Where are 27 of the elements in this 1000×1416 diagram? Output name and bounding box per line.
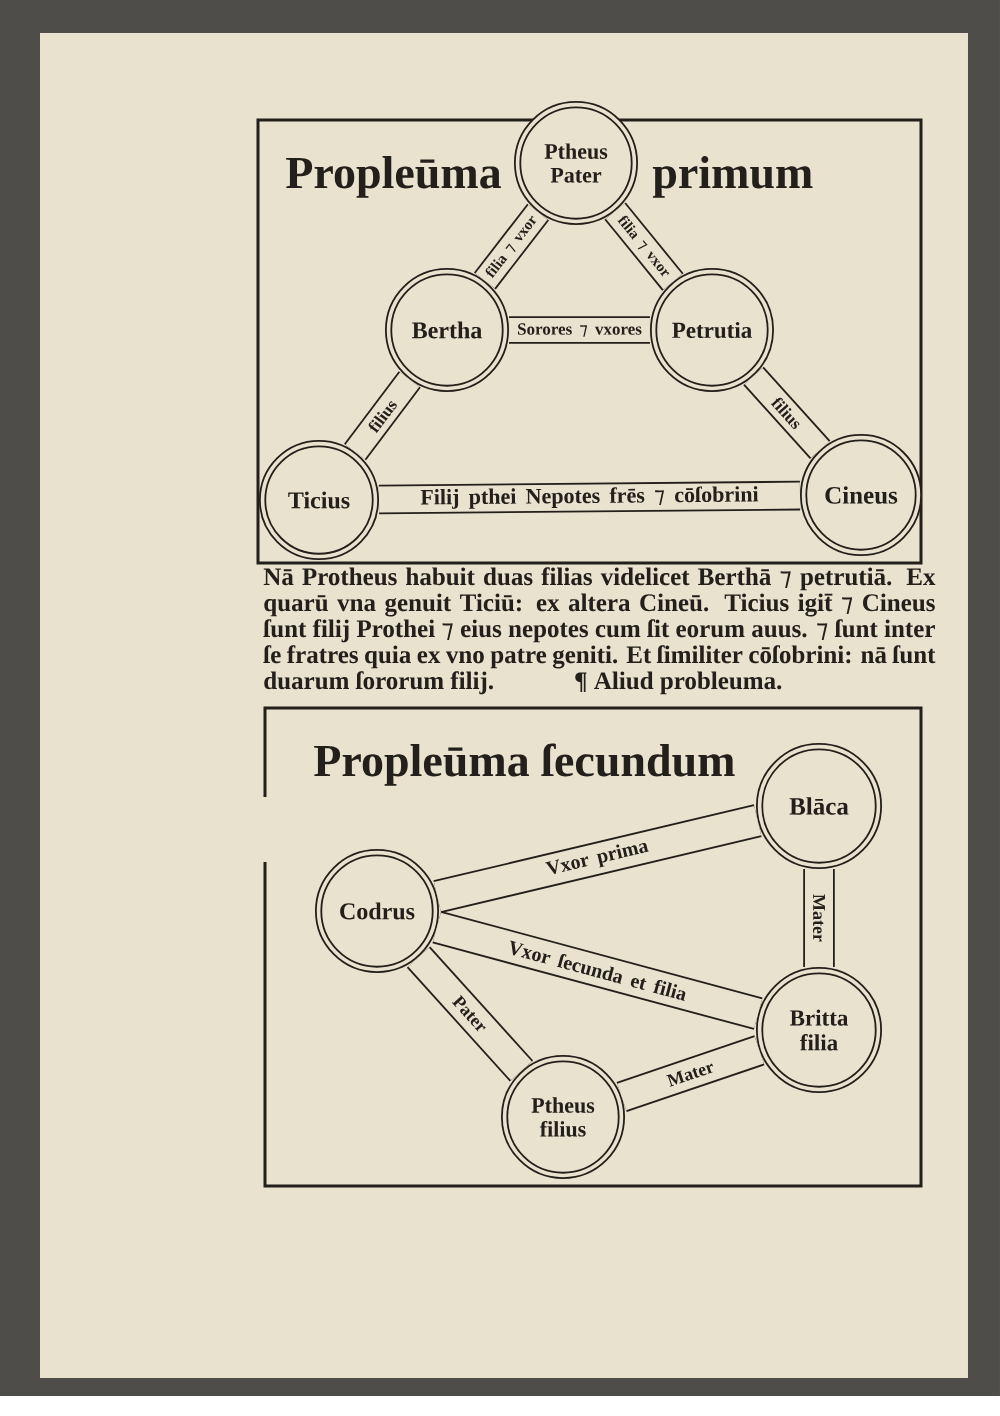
- edge-label: Vxor ſecunda et filia: [505, 938, 690, 1003]
- paragraph: Nā Protheus habuit duas filias videlicet Berthā ⁊ petrutiā. Ex quarū vna genuit Ticiū: ex altera Cineū. Ticius igit̄ ⁊ Cineus ſunt filij Prothei ⁊ eius nepotes cum ſit eorum auus. ⁊ ſunt inter ſe fratres quia ex vno patre geniti. Et ſimiliter cōſobrini: nā ſunt duarum ſororum filij. ¶ Aliud probleuma.: [263, 567, 936, 695]
- edge-label: Mater: [812, 893, 826, 943]
- edge-label: filia ⁊ vxor: [482, 212, 541, 281]
- band-connector: [509, 316, 650, 344]
- edge-label: Mater: [665, 1059, 717, 1088]
- band-connector: [344, 371, 421, 461]
- label: ſe fratres quia ex vno patre geniti. Et ſimiliter cōſobrini: nā ſunt: [263, 645, 936, 669]
- label: duarum ſororum filij.: [264, 671, 493, 695]
- band-connector: [616, 1035, 765, 1112]
- label: quarū vna genuit Ticiū: ex altera Cineū. Ticius igit̄ ⁊ Cineus: [264, 593, 935, 617]
- band-connector: [803, 869, 835, 967]
- label: ſunt filij Prothei ⁊ eius nepotes cum ſit eorum auus. ⁊ ſunt inter: [263, 619, 935, 643]
- edge-label: Filij pthei Nepotes frēs ⁊ cōſobrini: [419, 485, 760, 510]
- heading: Propleūma ſecundum: [314, 743, 735, 786]
- band-connector: [433, 804, 762, 914]
- band-connector: [604, 202, 684, 291]
- heading: Propleūma: [286, 156, 501, 198]
- label: Nā Protheus habuit duas filias videlicet Berthā ⁊ petrutiā. Ex: [263, 567, 936, 591]
- band-connector: [406, 946, 534, 1082]
- label: ¶ Aliud probleuma.: [575, 671, 782, 695]
- edge-label: Vxor prima: [544, 836, 652, 881]
- heading: primum: [652, 156, 813, 198]
- band-connector: [743, 366, 831, 459]
- band-connector: [432, 910, 763, 1030]
- band-connector: [473, 203, 549, 290]
- band-connector: [378, 480, 801, 515]
